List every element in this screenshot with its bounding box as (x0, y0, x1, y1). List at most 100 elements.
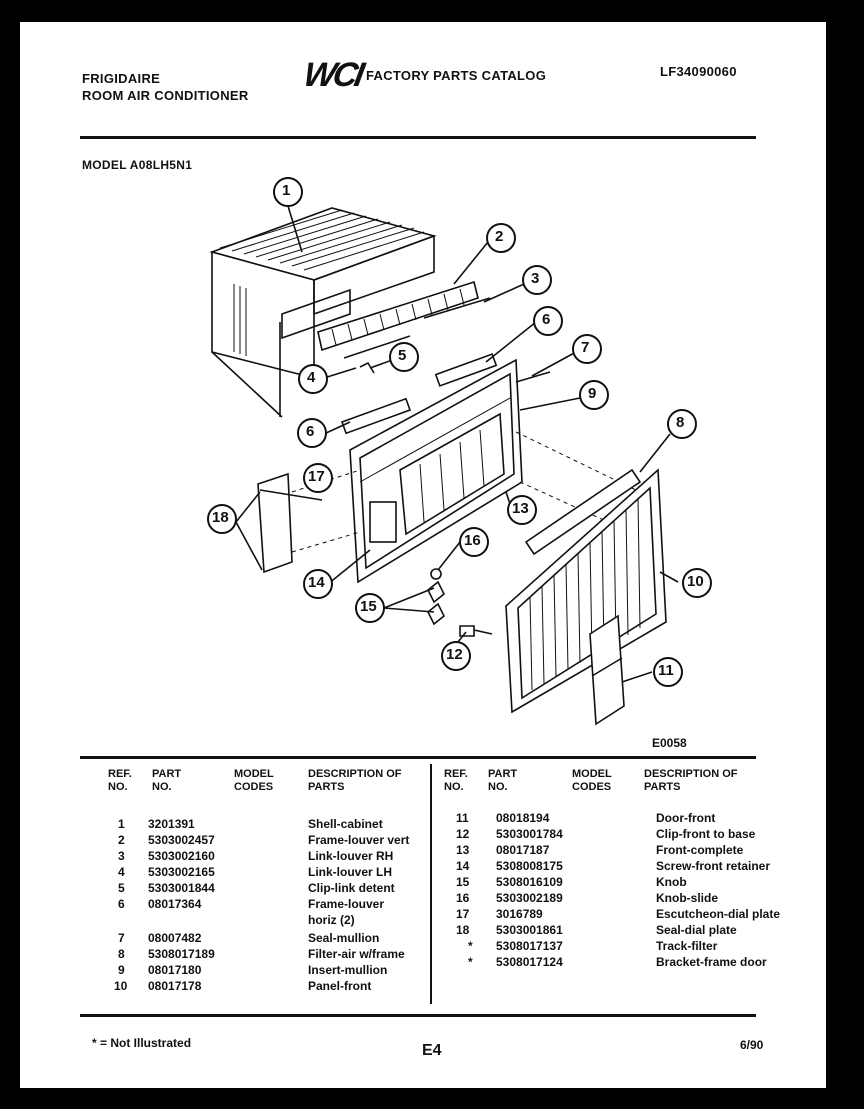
table-row: 4 (118, 865, 125, 879)
part-description: Escutcheon-dial plate (656, 907, 781, 921)
part-description: Link-louver RH (308, 849, 394, 863)
header-model-right: MODEL CODES (572, 768, 612, 793)
part-number: 5308017189 (148, 947, 215, 961)
callout-circle-16 (459, 527, 489, 557)
header-rule (80, 136, 756, 139)
callout-circle-17 (303, 463, 333, 493)
callout-circle-10 (682, 568, 712, 598)
header-ref-left: REF. NO. (108, 768, 132, 793)
callout-circle-6b (297, 418, 327, 448)
callout-circle-3 (522, 265, 552, 295)
table-row: 15 (456, 875, 470, 889)
part-description: Shell-cabinet (308, 817, 383, 831)
front-frame-drawing (349, 358, 551, 584)
part-description: Filter-air w/frame (308, 947, 405, 961)
part-description: Clip-link detent (308, 881, 395, 895)
not-illustrated-note: * = Not Illustrated (92, 1036, 192, 1050)
part-description: Frame-louver vert (308, 833, 410, 847)
part-number: 5303002189 (496, 891, 563, 905)
vertical-louver-frame-drawing (317, 280, 491, 374)
table-row: 17 (456, 907, 470, 921)
brand-name: FRIGIDAIRE (82, 71, 161, 86)
exploded-parts-diagram (207, 177, 712, 726)
part-number: 5308017137 (496, 939, 563, 953)
callout-circle-6a (533, 306, 563, 336)
table-divider (430, 764, 432, 1004)
part-description: Screw-front retainer (656, 859, 771, 873)
callout-12: 12 (446, 646, 463, 663)
product-name: ROOM AIR CONDITIONER (82, 88, 249, 103)
part-description: Seal-dial plate (656, 923, 737, 937)
figure-code: E0058 (652, 736, 687, 750)
header-desc-left: DESCRIPTION OF PARTS (308, 768, 402, 793)
callout-circle-4 (298, 364, 328, 394)
callout-8: 8 (676, 414, 685, 431)
callout-6b: 6 (306, 423, 315, 440)
catalog-page: FRIGIDAIRE ROOM AIR CONDITIONER WCI FACT… (20, 22, 826, 1088)
callout-7: 7 (581, 339, 590, 356)
header-desc-right: DESCRIPTION OF PARTS (644, 768, 738, 793)
part-number: 08018194 (496, 811, 550, 825)
part-number: 08017364 (148, 897, 202, 911)
part-description: Bracket-frame door (656, 955, 767, 969)
callout-circle-8 (667, 409, 697, 439)
catalog-title: FACTORY PARTS CATALOG (366, 68, 547, 83)
callout-circle-5 (389, 342, 419, 372)
model-label: MODEL A08LH5N1 (82, 158, 193, 172)
callout-circle-15 (355, 593, 385, 623)
callout-18: 18 (212, 509, 229, 526)
table-row: 9 (118, 963, 125, 977)
callout-circle-7 (572, 334, 602, 364)
callout-4: 4 (307, 369, 316, 386)
part-number: 08017178 (148, 979, 202, 993)
part-description: Seal-mullion (308, 931, 380, 945)
header-model-left: MODEL CODES (234, 768, 274, 793)
table-row: 7 (118, 931, 125, 945)
callout-9: 9 (588, 385, 597, 402)
callout-17: 17 (308, 468, 325, 485)
callout-circle-13 (507, 495, 537, 525)
part-number: 3016789 (496, 907, 543, 921)
callout-circle-11 (653, 657, 683, 687)
table-row: 11 (456, 811, 469, 825)
table-row: 5 (118, 881, 125, 895)
part-number: 5308017124 (496, 955, 563, 969)
table-row: * (468, 955, 473, 969)
part-description: Panel-front (308, 979, 372, 993)
shell-cabinet-drawing (209, 207, 437, 418)
callout-circle-1 (273, 177, 303, 207)
callout-16: 16 (464, 532, 481, 549)
part-number: 5303001861 (496, 923, 563, 937)
part-number: 5303001844 (148, 881, 215, 895)
table-bottom-rule (80, 1014, 756, 1017)
table-row: 12 (456, 827, 470, 841)
part-number: 08017187 (496, 843, 550, 857)
part-description: Front-complete (656, 843, 744, 857)
callout-circle-18 (207, 504, 237, 534)
part-description: Knob (656, 875, 687, 889)
part-number: 5303002457 (148, 833, 215, 847)
part-number: 5303002160 (148, 849, 215, 863)
callout-11: 11 (658, 662, 674, 679)
table-row: * (468, 939, 473, 953)
part-description: Door-front (656, 811, 716, 825)
table-row: 14 (456, 859, 470, 873)
callout-circle-9 (579, 380, 609, 410)
table-row: 1 (118, 817, 125, 831)
callout-5: 5 (398, 347, 407, 364)
part-number: 3201391 (148, 817, 195, 831)
part-description: Insert-mullion (308, 963, 388, 977)
callout-10: 10 (687, 573, 704, 590)
table-row: 13 (456, 843, 470, 857)
callout-14: 14 (308, 574, 325, 591)
table-row: 10 (114, 979, 128, 993)
catalog-number: LF34090060 (660, 64, 737, 79)
callout-6a: 6 (542, 311, 551, 328)
callout-15: 15 (360, 598, 377, 615)
table-row: 3 (118, 849, 125, 863)
part-number: 5303001784 (496, 827, 563, 841)
table-row: 2 (118, 833, 125, 847)
part-number: 08007482 (148, 931, 202, 945)
front-panel-drawing (505, 468, 667, 714)
part-number: 08017180 (148, 963, 202, 977)
